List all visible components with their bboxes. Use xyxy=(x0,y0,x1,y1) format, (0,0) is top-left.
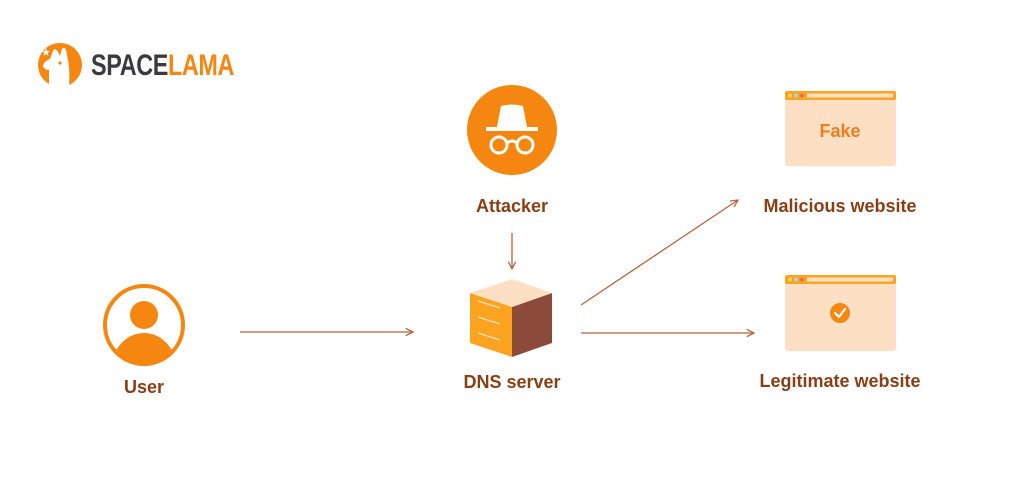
check-circle-icon xyxy=(830,303,850,323)
logo-part-lama: LAMA xyxy=(167,49,234,82)
dns-server-label: DNS server xyxy=(463,372,561,392)
attacker-label: Attacker xyxy=(475,196,549,216)
llama-icon xyxy=(38,43,82,87)
user-icon xyxy=(103,284,185,366)
arrow-dns-to-malicious xyxy=(580,200,738,306)
legitimate-website-label: Legitimate website xyxy=(759,371,921,391)
legitimate-window xyxy=(785,275,896,351)
malicious-website-label: Malicious website xyxy=(763,196,917,216)
incognito-icon xyxy=(467,85,557,175)
fake-window-text: Fake xyxy=(819,121,861,141)
server-stack-icon xyxy=(470,279,552,357)
user-label: User xyxy=(123,377,165,397)
browser-window-icon xyxy=(785,91,896,166)
logo-wordmark: SPACELAMA xyxy=(91,49,234,83)
logo-part-space: SPACE xyxy=(91,49,168,82)
